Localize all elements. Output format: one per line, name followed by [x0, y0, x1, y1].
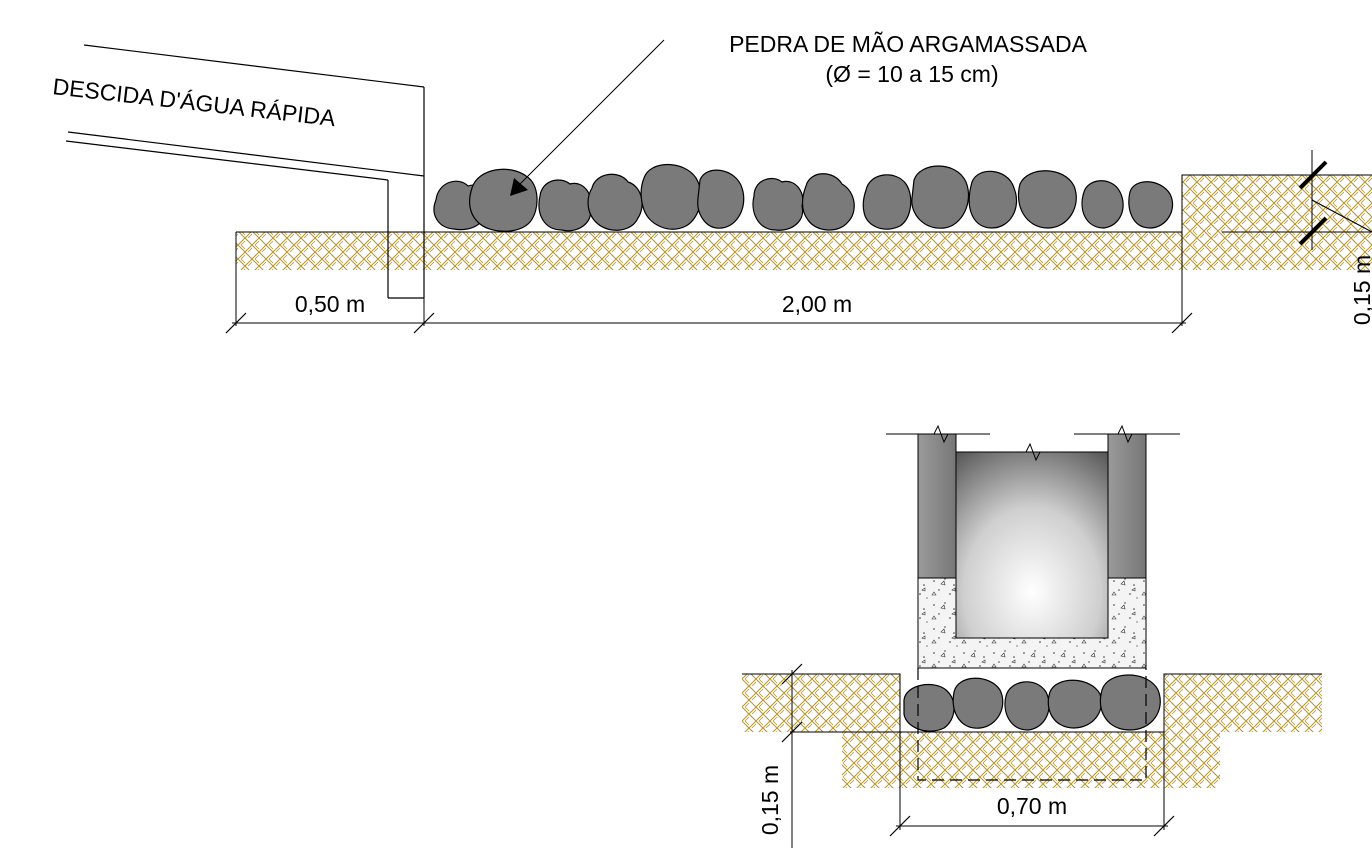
material-label: PEDRA DE MÃO ARGAMASSADA	[729, 31, 1088, 57]
ground-soil	[236, 232, 1182, 270]
material-size-label: (Ø = 10 a 15 cm)	[825, 61, 998, 87]
section-dim-width: 0,70 m	[997, 793, 1067, 819]
raised-soil-edge	[1181, 174, 1372, 232]
inner-channel	[955, 451, 1109, 639]
profile-view: PEDRA DE MÃO ARGAMASSADA (Ø = 10 a 15 cm…	[51, 31, 1372, 334]
chute-structure	[65, 44, 425, 299]
stone-row	[433, 164, 1174, 232]
dim-width-main: 2,00 m	[782, 291, 852, 317]
profile-depth-dimension	[1222, 150, 1372, 250]
chute-label: DESCIDA D'ÁGUA RÁPIDA	[51, 73, 337, 131]
raised-soil-right	[1182, 175, 1372, 270]
section-soil-left	[742, 674, 900, 732]
section-soil-below	[842, 732, 1220, 788]
break-lines	[886, 424, 1180, 462]
trench-outline	[917, 668, 1147, 781]
profile-dimensions	[225, 232, 1193, 334]
wall-right	[1107, 433, 1147, 579]
section-view: 0,15 m 0,70 m	[742, 424, 1322, 848]
material-leader	[510, 39, 665, 196]
dim-width-left: 0,50 m	[295, 291, 365, 317]
section-stone-row	[903, 674, 1161, 732]
section-soil-right	[1164, 674, 1322, 732]
section-dimensions	[781, 663, 1175, 848]
section-dim-depth: 0,15 m	[757, 765, 783, 835]
dim-depth-right: 0,15 m	[1349, 255, 1372, 325]
wall-left	[917, 433, 957, 579]
